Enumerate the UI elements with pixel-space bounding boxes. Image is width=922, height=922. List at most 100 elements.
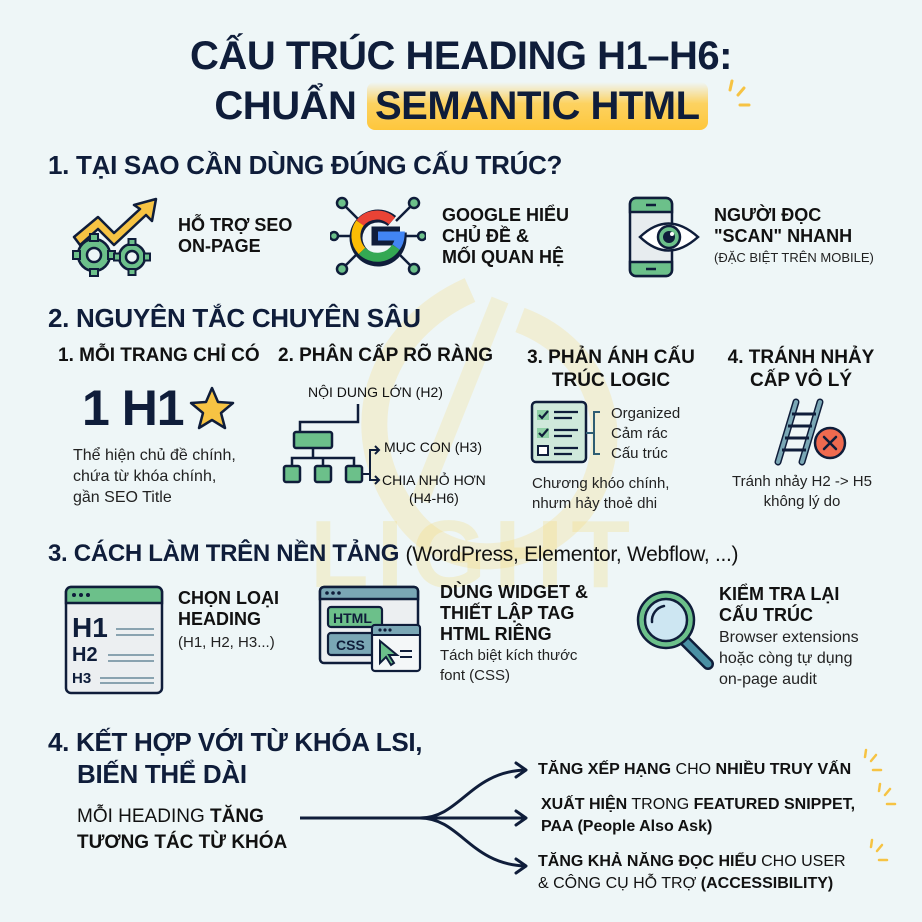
section-4-heading: 4. KẾT HỢP VỚI TỪ KHÓA LSI, BIẾN THỂ DÀI	[48, 726, 423, 790]
platform-check-sub-line: on-page audit	[719, 671, 817, 688]
platform-widget-line-1: DÙNG WIDGET &	[440, 582, 588, 602]
section-4-heading-line-1: 4. KẾT HỢP VỚI TỪ KHÓA LSI,	[48, 727, 423, 757]
checklist-label: Cảm rác	[611, 425, 668, 442]
section-3-heading: 3. CÁCH LÀM TRÊN NỀN TẢNG (WordPress, El…	[48, 540, 739, 568]
principle-1-desc-line: gần SEO Title	[73, 489, 172, 506]
benefit-reader-line-2: "SCAN" NHANH	[714, 226, 853, 246]
sparkle-icon	[728, 79, 751, 107]
title-line-2-prefix: CHUẨN	[214, 84, 357, 128]
principle-1-desc-line: chứa từ khóa chính,	[73, 468, 217, 485]
platform-check-sub: Browser extensions hoặc còng tự dụng on-…	[719, 627, 859, 690]
sparkle-icon	[863, 748, 883, 772]
platform-choose-line-2: HEADING	[178, 609, 262, 629]
icon-css-text: CSS	[336, 637, 365, 653]
platform-choose-sub: (H1, H2, H3...)	[178, 634, 275, 651]
icon-h1-text: H1	[72, 612, 108, 643]
page-title: CẤU TRÚC HEADING H1–H6: CHUẨN SEMANTIC H…	[0, 32, 922, 130]
benefit-google-line-2: CHỦ ĐỀ &	[442, 226, 530, 246]
outcome-bold: TĂNG KHẢ NĂNG ĐỌC HIỂU	[538, 853, 757, 870]
platform-choose-line-1: CHỌN LOẠI	[178, 588, 279, 608]
checklist-icon	[530, 400, 600, 464]
outcome-text: CHO	[671, 761, 716, 778]
platform-widget-tag: DÙNG WIDGET & THIẾT LẬP TAG HTML RIÊNG T…	[440, 582, 588, 686]
gears-growth-arrow-icon	[72, 197, 158, 277]
hierarchy-tree-icon	[282, 404, 381, 485]
title-line-1: CẤU TRÚC HEADING H1–H6:	[190, 34, 732, 78]
outcome-bold: TĂNG XẾP HẠNG	[538, 761, 672, 778]
outcome-bold: NHIỀU TRUY VẤN	[715, 761, 852, 778]
outcome-text: TRONG	[627, 796, 694, 813]
benefit-reader-note: (ĐẶC BIỆT TRÊN MOBILE)	[714, 250, 874, 265]
sparkle-icon	[877, 782, 897, 806]
platform-widget-sub: Tách biệt kích thước font (CSS)	[440, 646, 588, 686]
outcome-bold: (ACCESSIBILITY)	[700, 875, 834, 892]
benefit-seo-line-2: ON-PAGE	[178, 236, 261, 256]
outcome-bold: FEATURED SNIPPET,	[693, 796, 856, 813]
principle-4-desc-line: Tránh nhảy H2 -> H5	[732, 473, 872, 490]
platform-check-line-1: KIỂM TRA LẠI	[719, 584, 840, 604]
benefit-google-line-3: MỐI QUAN HỆ	[442, 247, 565, 267]
platform-widget-line-3: HTML RIÊNG	[440, 624, 552, 644]
platform-check-sub-line: Browser extensions	[719, 629, 859, 646]
platform-check-line-2: CẤU TRÚC	[719, 605, 813, 625]
platform-widget-line-2: THIẾT LẬP TAG	[440, 603, 575, 623]
hierarchy-child-label: MỤC CON (H3)	[384, 439, 482, 455]
hierarchy-sub-label-line-2: (H4-H6)	[409, 490, 459, 506]
principle-3-desc: Chương khóo chính, nhưm hảy thoẻ dhi	[532, 474, 669, 514]
principle-3-desc-line: Chương khóo chính,	[532, 475, 670, 492]
google-network-icon	[330, 196, 426, 276]
platform-check-sub-line: hoặc còng tự dụng	[719, 650, 853, 667]
outcome-ranking: TĂNG XẾP HẠNG CHO NHIỀU TRUY VẤN	[538, 761, 851, 779]
outcome-accessibility: TĂNG KHẢ NĂNG ĐỌC HIỂU CHO USER & CÔNG C…	[538, 851, 846, 895]
section-3-heading-platforms: (WordPress, Elementor, Webflow, ...)	[405, 543, 739, 566]
section-2-heading: 2. NGUYÊN TẮC CHUYÊN SÂU	[48, 303, 421, 333]
ladder-error-icon	[774, 398, 847, 466]
section-4-lead: MỖI HEADING TĂNG TƯƠNG TÁC TỪ KHÓA	[77, 804, 287, 856]
section-4-heading-line-2: BIẾN THỂ DÀI	[77, 759, 247, 789]
outcome-text: CHO USER	[756, 853, 846, 870]
benefit-google-understands: GOOGLE HIỂU CHỦ ĐỀ & MỐI QUAN HỆ	[442, 205, 569, 268]
benefit-seo-line-1: HỖ TRỢ SEO	[178, 215, 293, 235]
hierarchy-sub-label-line-1: CHIA NHỎ HƠN	[382, 472, 486, 488]
outcome-text: & CÔNG CỤ HỖ TRỢ	[538, 875, 701, 892]
hierarchy-top-label: NỘI DUNG LỚN (H2)	[308, 384, 443, 400]
section-1-heading: 1. TẠI SAO CẦN DÙNG ĐÚNG CẤU TRÚC?	[48, 150, 563, 180]
principle-2-title: 2. PHÂN CẤP RÕ RÀNG	[278, 345, 494, 366]
branch-arrows-icon	[300, 761, 528, 875]
platform-widget-sub-line: font (CSS)	[440, 667, 511, 684]
platform-check-structure: KIỂM TRA LẠI CẤU TRÚC Browser extensions…	[719, 584, 859, 690]
benefit-reader-line-1: NGƯỜI ĐỌC	[714, 205, 822, 225]
lead-light-text: MỖI HEADING	[77, 806, 205, 827]
phone-eye-icon	[628, 196, 700, 278]
magnifier-icon	[636, 590, 714, 670]
icon-html-text: HTML	[333, 610, 372, 626]
principle-4-desc-line: không lý do	[763, 493, 841, 510]
heading-window-icon: H1 H2 H3	[64, 585, 164, 695]
benefit-seo-onpage: HỖ TRỢ SEO ON-PAGE	[178, 215, 292, 257]
icon-h2-text: H2	[72, 644, 98, 666]
principle-3-desc-line: nhưm hảy thoẻ dhi	[532, 495, 658, 512]
lead-bold-text: TĂNG	[210, 806, 264, 827]
platform-widget-sub-line: Tách biệt kích thước	[440, 647, 578, 664]
principle-1-title: 1. MỖI TRANG CHỈ CÓ	[58, 345, 260, 366]
outcome-featured-snippet: XUẤT HIỆN TRONG FEATURED SNIPPET, PAA (P…	[541, 794, 855, 838]
principle-3-title: 3. PHẢN ÁNH CẤU TRÚC LOGIC	[516, 346, 706, 392]
principle-4-title-line-1: 4. TRÁNH NHẢY	[727, 347, 875, 368]
html-css-widget-icon: HTML CSS	[318, 585, 422, 673]
checklist-label: Cấu trúc	[611, 445, 668, 462]
hierarchy-sub-label: CHIA NHỎ HƠN (H4-H6)	[382, 471, 486, 507]
principle-1-big: 1 H1	[82, 380, 185, 436]
principle-3-title-line-1: 3. PHẢN ÁNH CẤU	[527, 347, 695, 368]
title-highlight: SEMANTIC HTML	[366, 82, 708, 130]
star-icon	[189, 386, 235, 430]
principle-4-desc: Tránh nhảy H2 -> H5 không lý do	[718, 472, 886, 512]
principle-3-title-line-2: TRÚC LOGIC	[551, 370, 671, 391]
checklist-labels: Organized Cảm rác Cấu trúc	[611, 404, 680, 464]
section-3-heading-bold: 3. CÁCH LÀM TRÊN NỀN TẢNG	[48, 540, 400, 567]
benefit-reader-scan: NGƯỜI ĐỌC "SCAN" NHANH (ĐẶC BIỆT TRÊN MO…	[714, 205, 874, 267]
principle-1-desc: Thể hiện chủ đề chính, chứa từ khóa chín…	[73, 445, 236, 508]
principle-4-title: 4. TRÁNH NHẢY CẤP VÔ LÝ	[716, 346, 886, 392]
principle-4-title-line-2: CẤP VÔ LÝ	[749, 370, 853, 391]
checklist-label: Organized	[611, 405, 681, 422]
sparkle-icon	[869, 838, 889, 862]
